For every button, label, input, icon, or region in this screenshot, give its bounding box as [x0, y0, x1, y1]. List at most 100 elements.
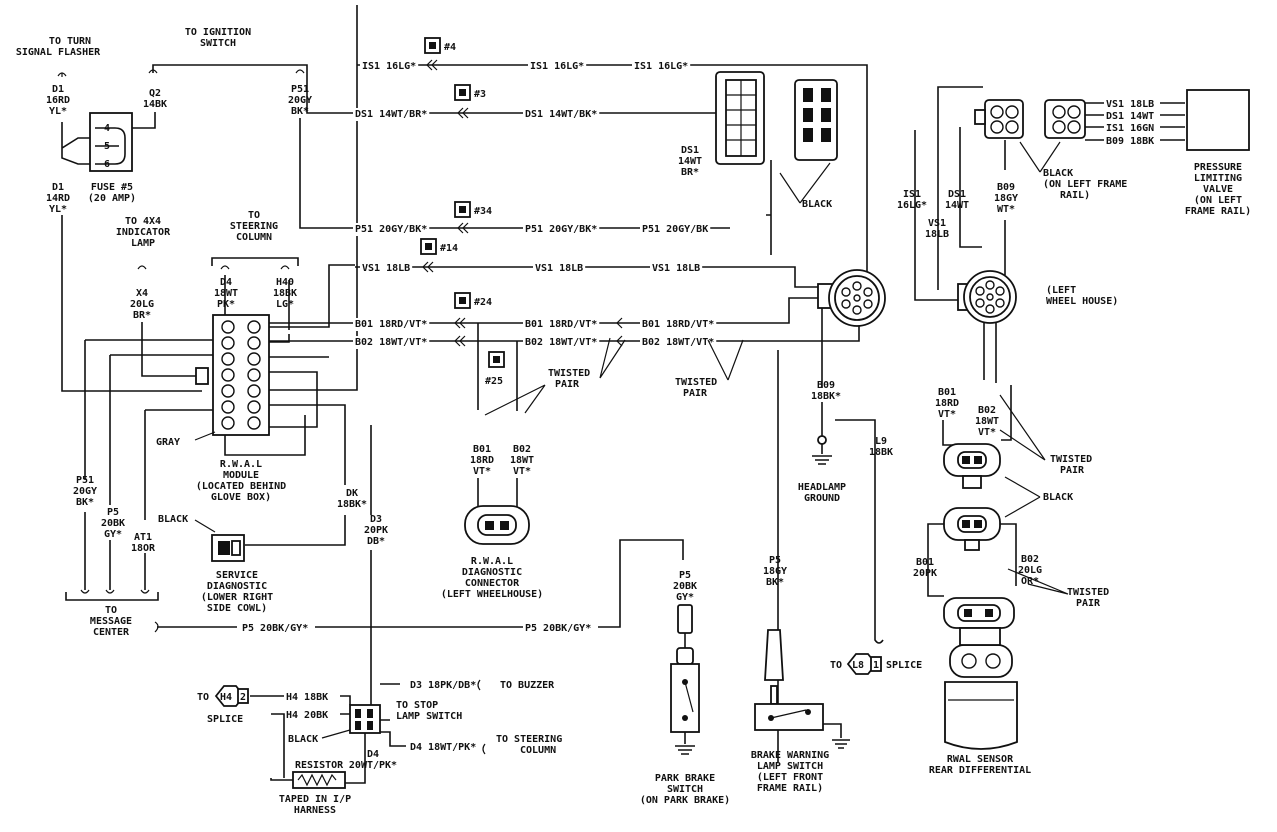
headlamp-label: HEADLAMP GROUND	[798, 482, 846, 504]
wire-d1-module	[61, 215, 202, 392]
label-line: FUSE #5	[91, 182, 133, 193]
q2-label: Q2 14BK	[143, 88, 167, 110]
at1-label: AT1 18OR	[131, 532, 156, 554]
label-line: MODULE	[223, 470, 259, 481]
label-line: P5	[679, 570, 691, 581]
label-line: AT1	[134, 532, 152, 543]
label-line: TO STOP	[396, 700, 438, 711]
label-line: PK*	[217, 299, 235, 310]
label-line: B02	[1021, 554, 1039, 565]
black-connector-left	[715, 71, 765, 165]
label-line: VT*	[938, 409, 956, 420]
label-line: OR*	[1021, 576, 1039, 587]
wire-label: B02 18WT/VT*	[525, 337, 597, 348]
label-line: 18GY	[763, 566, 787, 577]
ignition-label: TO IGNITION SWITCH	[185, 27, 251, 49]
label-line: P51	[76, 475, 94, 486]
label-line: B02	[978, 405, 996, 416]
black-label: BLACK	[288, 734, 318, 745]
label-line: WT*	[997, 204, 1015, 215]
label-line: 18BK	[869, 447, 893, 458]
wire-label: P5 20BK/GY*	[525, 623, 591, 634]
sensor-connector-upper	[943, 443, 1001, 489]
label-line: 18OR	[131, 543, 156, 554]
connector-stub	[477, 679, 481, 691]
wire-label: VS1 18LB	[1106, 99, 1154, 110]
label-line: (LOWER RIGHT	[201, 592, 273, 603]
b02-r2-label: B02 20LG OR*	[1018, 554, 1042, 587]
label-line: TO IGNITION	[185, 27, 251, 38]
label-line: BK*	[291, 106, 309, 117]
wire-is1-main	[357, 64, 868, 285]
label-line: 14RD	[46, 193, 70, 204]
leader-line	[1019, 141, 1061, 173]
twisted-leader	[707, 339, 744, 381]
label-line: SIGNAL FLASHER	[16, 47, 101, 58]
label-line: VALVE	[1203, 184, 1233, 195]
leader-line	[194, 519, 216, 533]
module-clip	[195, 367, 209, 385]
label-line: WHEEL HOUSE)	[1046, 296, 1118, 307]
d1-bottom-label: D1 14RD YL*	[46, 182, 70, 215]
to-label: TO	[830, 660, 842, 671]
resistor-label: RESISTOR	[295, 760, 344, 771]
label-line: MESSAGE	[90, 616, 132, 627]
leader-line	[1004, 476, 1041, 518]
p51-top-label: P51 20GY BK*	[288, 84, 312, 117]
label-line: VT*	[473, 466, 491, 477]
connector-tag-34: #34	[454, 201, 492, 218]
valve-connector-female	[974, 99, 1024, 139]
label-line: LAMP SWITCH	[757, 761, 823, 772]
gray-label: GRAY	[156, 437, 180, 448]
label-line: FRAME RAIL)	[1185, 206, 1251, 217]
wire-valve-stubs	[1085, 102, 1105, 141]
label-line: FRAME RAIL)	[757, 783, 823, 794]
label-line: 18WT	[510, 455, 534, 466]
label-backer	[640, 336, 717, 349]
label-line: D3	[370, 514, 382, 525]
ds1-v-label: DS1 14WT	[945, 189, 969, 211]
d1-top-label: D1 16RD YL*	[46, 84, 70, 117]
d3-label: D3 20PK DB*	[364, 514, 388, 547]
ds1-drop-label: DS1 14WT BR*	[678, 145, 702, 178]
wire-label: VS1 18LB	[652, 263, 700, 274]
label-line: Q2	[149, 88, 161, 99]
label-line: SWITCH	[667, 784, 703, 795]
wire-label: DS1 14WT	[1106, 111, 1154, 122]
label-line: VS1	[928, 218, 946, 229]
wheel-house-label: (LEFT WHEEL HOUSE)	[1046, 285, 1118, 307]
label-line: 20LG	[1018, 565, 1042, 576]
to-label: TO	[197, 692, 209, 703]
label-line: B01	[938, 387, 956, 398]
label-line: LAMP	[131, 238, 155, 249]
label-line: D4	[367, 749, 379, 760]
label-backer	[353, 336, 430, 349]
label-line: LIMITING	[1194, 173, 1242, 184]
l8-splice-tag: L8 1	[846, 653, 882, 675]
label-line: B02	[513, 444, 531, 455]
label-line: TO	[105, 605, 117, 616]
connector-tag-4: #4	[424, 37, 456, 54]
to-buzzer-label: TO BUZZER	[500, 680, 555, 691]
wire-label: DS1 14WT/BK*	[525, 109, 597, 120]
brake-warn-label: BRAKE WARNING LAMP SWITCH (LEFT FRONT FR…	[751, 750, 829, 794]
label-backer	[284, 709, 331, 722]
steering-col-label: TO STEERING COLUMN	[230, 210, 278, 243]
sensor-label: RWAL SENSOR REAR DIFFERENTIAL	[929, 754, 1031, 776]
label-line: VT*	[513, 466, 531, 477]
wire-stop-lamp	[380, 683, 400, 721]
indicator-label: TO 4X4 INDICATOR LAMP	[116, 216, 171, 249]
module-pin	[247, 336, 261, 350]
wire-label: D3 18PK/DB*	[410, 680, 476, 691]
black-frame-label: BLACK (ON LEFT FRAME RAIL)	[1043, 168, 1127, 201]
b01-r-label: B01 18RD VT*	[935, 387, 959, 420]
tag-label: H4	[220, 692, 232, 703]
label-line: GROUND	[804, 493, 840, 504]
label-line: TO TURN	[49, 36, 91, 47]
label-line: R.W.A.L	[220, 459, 262, 470]
tag-label: #34	[474, 206, 492, 217]
label-line: 14BK	[143, 99, 167, 110]
tag-label: #24	[474, 297, 492, 308]
park-brake-switch	[670, 604, 700, 733]
label-backer	[523, 622, 594, 635]
